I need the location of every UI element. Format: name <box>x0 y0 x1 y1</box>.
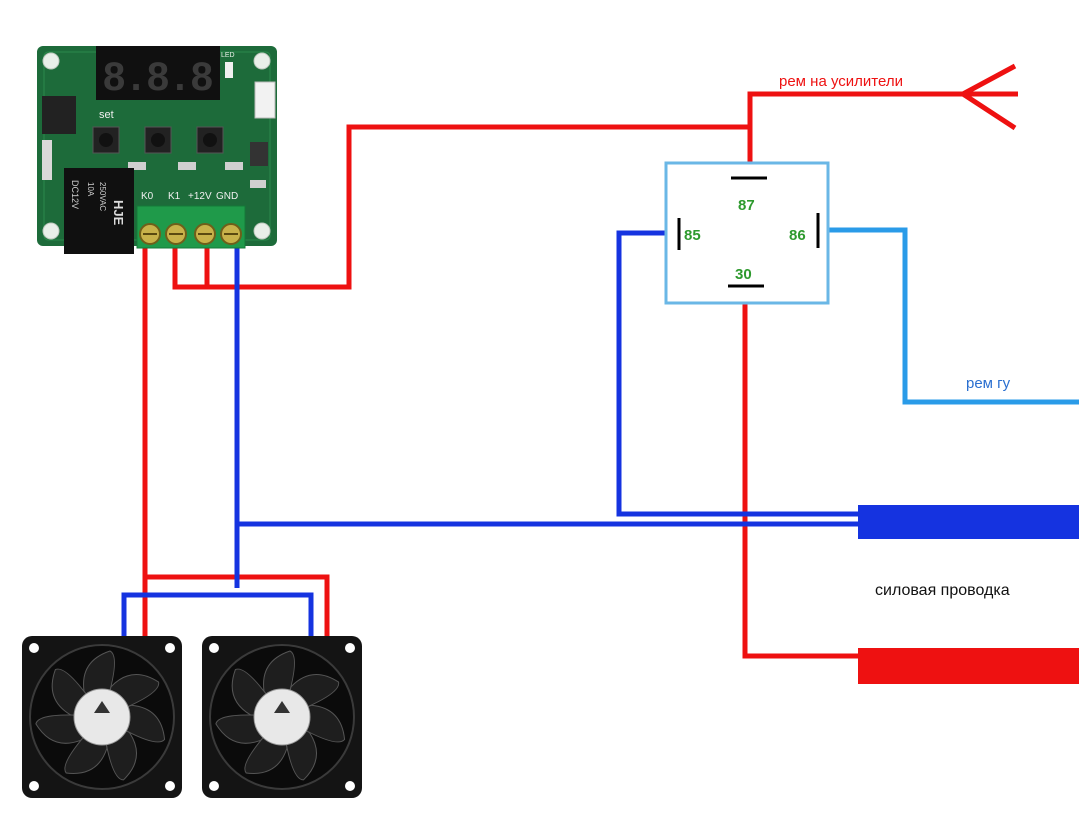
blue-wires <box>121 230 858 636</box>
relay-pin85-label: 85 <box>684 227 701 244</box>
blue-wire-gnd-to-fans <box>121 592 314 636</box>
terminal-label-k0: K0 <box>141 191 154 202</box>
relay-pin86-label: 86 <box>789 227 806 244</box>
mounting-hole <box>42 52 60 70</box>
fan-screw-hole <box>209 643 219 653</box>
red-wire-12v-to-fans <box>142 240 330 636</box>
thermostat-board: 8.8.8 LED set HJE DC12V 10A 250VAC K0 K1… <box>37 46 277 254</box>
fan-hub-label <box>73 688 131 746</box>
board-relay-text-1: DC12V <box>70 180 80 209</box>
led-display-digits: 8.8.8 <box>103 55 213 99</box>
fan-screw-hole <box>165 781 175 791</box>
power-ground-bar <box>858 505 1079 539</box>
light-blue-wire-relay86 <box>818 227 1079 405</box>
amp-remote-label: рем на усилители <box>779 73 903 90</box>
red-wire-amp-remote <box>747 91 1018 127</box>
terminal-label-gnd: GND <box>216 191 238 202</box>
relay-pin30-label: 30 <box>735 266 752 283</box>
power-plus-bar <box>858 648 1079 684</box>
fan-screw-hole <box>29 643 39 653</box>
fan-screw-hole <box>345 643 355 653</box>
led-display <box>96 46 220 100</box>
mounting-hole <box>42 222 60 240</box>
relay-pin87-label: 87 <box>738 197 755 214</box>
fan-screw-hole <box>345 781 355 791</box>
sensor-connector <box>254 81 276 119</box>
relay-box <box>664 161 830 305</box>
blue-wire-relay85 <box>616 230 858 517</box>
light-blue-wires <box>818 227 1079 405</box>
terminal-screws <box>139 223 242 245</box>
fan-logo-icon <box>274 701 290 713</box>
led-label: LED <box>221 52 235 59</box>
fan-right <box>202 636 362 798</box>
terminal-label-12v: +12V <box>188 191 212 202</box>
red-wire-relay30-power <box>742 288 858 659</box>
fan-screw-hole <box>29 781 39 791</box>
fans <box>22 636 362 798</box>
board-relay-text-2: 10A <box>86 182 95 197</box>
mounting-hole <box>253 222 271 240</box>
fan-left <box>22 636 182 798</box>
microchip <box>42 96 76 134</box>
board-relay-text-3: 250VAC <box>98 182 107 211</box>
board-relay-brand: HJE <box>111 200 126 226</box>
set-label: set <box>99 109 114 121</box>
fan-screw-hole <box>165 643 175 653</box>
fan-screw-hole <box>209 781 219 791</box>
red-wire-fork <box>961 63 1017 131</box>
blue-wire-gnd <box>234 240 858 588</box>
fan-logo-icon <box>94 701 110 713</box>
relay: 87 85 86 30 <box>664 161 830 305</box>
terminal-label-k1: K1 <box>168 191 181 202</box>
board-relay <box>64 168 134 254</box>
head-unit-remote-label: рем гу <box>966 375 1011 392</box>
fan-hub-label <box>253 688 311 746</box>
power-wiring-label: силовая проводка <box>875 582 1010 599</box>
mounting-hole <box>253 52 271 70</box>
